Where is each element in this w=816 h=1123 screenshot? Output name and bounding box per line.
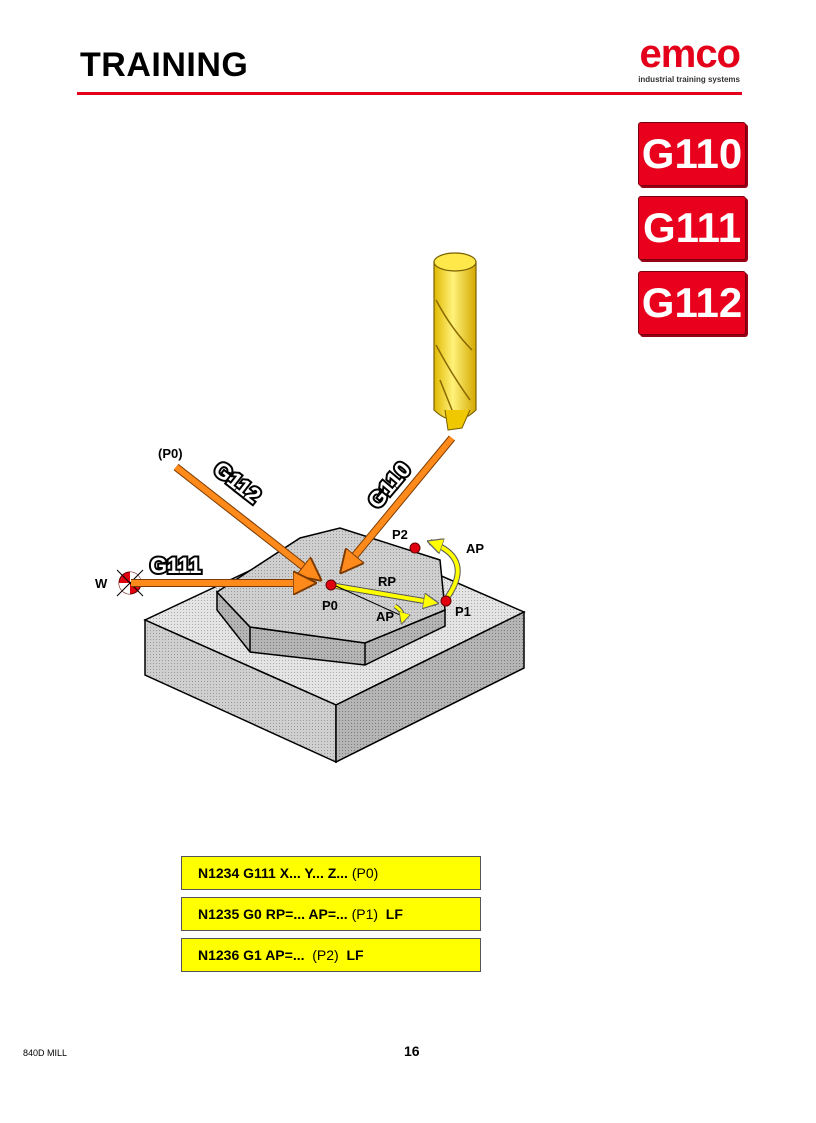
code-line-3: N1236 G1 AP=... (P2) LF bbox=[181, 938, 481, 972]
point-p1 bbox=[440, 595, 452, 607]
label-rp: RP bbox=[378, 574, 396, 589]
label-g110: G110 bbox=[363, 457, 416, 513]
badge-g111: G111 bbox=[638, 196, 746, 260]
approach-arrows bbox=[131, 435, 456, 583]
logo-tagline: industrial training systems bbox=[638, 75, 740, 84]
label-w: W bbox=[95, 576, 108, 591]
badge-g112: G112 bbox=[638, 271, 746, 335]
page-number: 16 bbox=[404, 1043, 420, 1059]
page-title: TRAINING bbox=[80, 46, 249, 84]
point-p0 bbox=[325, 579, 337, 591]
code-line-3-command: N1236 G1 AP=... bbox=[198, 947, 305, 963]
label-p1: P1 bbox=[455, 604, 471, 619]
milling-cutter-icon bbox=[433, 252, 477, 431]
code-line-2-command: N1235 G0 RP=... AP=... bbox=[198, 906, 348, 922]
code-line-2: N1235 G0 RP=... AP=... (P1) LF bbox=[181, 897, 481, 931]
badge-g110: G110 bbox=[638, 122, 746, 186]
polar-arrows bbox=[335, 542, 461, 622]
emco-logo: emco industrial training systems bbox=[618, 34, 741, 88]
footer-machine: 840D MILL bbox=[23, 1048, 68, 1058]
code-line-2-lf: LF bbox=[385, 906, 403, 922]
label-p0-paren: (P0) bbox=[158, 446, 183, 461]
code-line-1-command: N1234 G111 X... Y... Z... bbox=[198, 865, 348, 881]
logo-word: emco bbox=[639, 32, 741, 76]
code-line-1: N1234 G111 X... Y... Z... (P0) bbox=[181, 856, 481, 890]
label-p0: P0 bbox=[322, 598, 338, 613]
code-line-1-point: (P0) bbox=[351, 865, 379, 881]
label-ap-top: AP bbox=[466, 541, 484, 556]
label-p2: P2 bbox=[392, 527, 408, 542]
label-g111: G111 bbox=[150, 553, 201, 578]
label-ap-inner: AP bbox=[376, 609, 394, 624]
code-line-3-lf: LF bbox=[346, 947, 364, 963]
point-p2 bbox=[409, 542, 421, 554]
header-rule bbox=[77, 92, 742, 95]
code-line-2-point: (P1) bbox=[351, 906, 379, 922]
code-line-3-point: (P2) bbox=[312, 947, 339, 963]
